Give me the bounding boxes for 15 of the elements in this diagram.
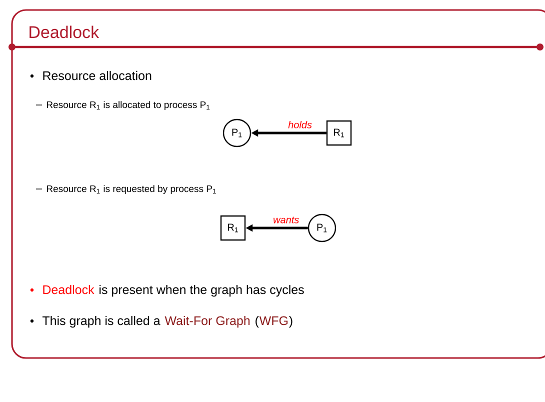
edge-label: holds bbox=[288, 120, 312, 128]
edge-label: wants bbox=[274, 216, 299, 224]
bullet-text: WFG bbox=[259, 316, 288, 326]
bullet-text: This graph is called a bbox=[42, 316, 160, 328]
bullet-text: Deadlock bbox=[43, 284, 94, 294]
bullet-text: ( bbox=[256, 316, 259, 328]
bullet-text: is present when the graph has cycles bbox=[100, 284, 304, 297]
bullet-text: Resource R$_{1}$ is allocated to process P$_{1}$ bbox=[47, 101, 210, 110]
resource-box: R$_{1}$ bbox=[220, 215, 246, 241]
bullet-text: Resource R$_{1}$ is requested by process P$_{1}$ bbox=[47, 185, 216, 194]
resource-box: R$_{1}$ bbox=[326, 120, 352, 146]
bullet-text: ) bbox=[288, 316, 292, 328]
bullet-text: Wait-For Graph bbox=[164, 316, 250, 328]
slide-title: Deadlock bbox=[30, 26, 100, 38]
bullet-text: Resource allocation bbox=[43, 70, 152, 80]
